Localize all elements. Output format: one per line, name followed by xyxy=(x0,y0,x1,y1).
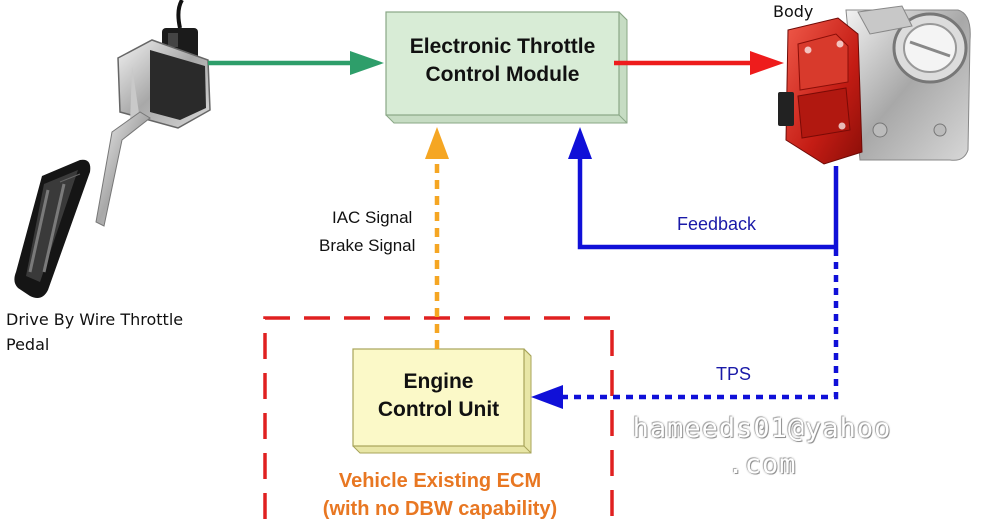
accelerator-pedal-icon xyxy=(14,0,211,298)
feedback-label: Feedback xyxy=(677,214,757,234)
iac-brake-signal-arrow xyxy=(425,127,449,349)
watermark: hameeds01@yahoo .com xyxy=(612,411,912,483)
ecu-box xyxy=(352,348,532,454)
pedal-label-line1: Drive By Wire Throttle xyxy=(6,310,184,329)
tps-label: TPS xyxy=(716,364,752,384)
ecu-title: Engine Control Unit xyxy=(353,368,524,424)
vehicle-ecm-title: Vehicle Existing ECM (with no DBW capabi… xyxy=(290,467,590,523)
iac-signal-label: IAC Signal xyxy=(332,208,413,227)
vehicle-ecm-boundary xyxy=(263,316,614,519)
brake-signal-label: Brake Signal xyxy=(319,236,416,255)
watermark-line1: hameeds01@yahoo xyxy=(632,413,892,444)
feedback-arrow xyxy=(568,127,839,250)
throttle-body-label: Body xyxy=(773,2,814,21)
watermark-line2: .com xyxy=(727,449,797,480)
throttle-body-icon xyxy=(778,5,971,165)
etc-module-title: Electronic Throttle Control Module xyxy=(386,33,619,89)
ecu-title-line2: Control Unit xyxy=(377,398,500,421)
etc-module-title-line2: Control Module xyxy=(425,63,580,86)
vehicle-ecm-title-line2: (with no DBW capability) xyxy=(322,498,558,520)
tps-arrow xyxy=(531,249,839,409)
pedal-label-line2: Pedal xyxy=(6,335,50,354)
vehicle-ecm-title-line1: Vehicle Existing ECM xyxy=(338,470,542,492)
etc-to-throttle-arrow xyxy=(614,51,784,75)
pedal-to-etc-arrow xyxy=(208,51,384,75)
ecu-title-line1: Engine xyxy=(403,370,474,393)
etc-module-box xyxy=(385,11,628,124)
etc-module-title-line1: Electronic Throttle xyxy=(409,35,596,58)
